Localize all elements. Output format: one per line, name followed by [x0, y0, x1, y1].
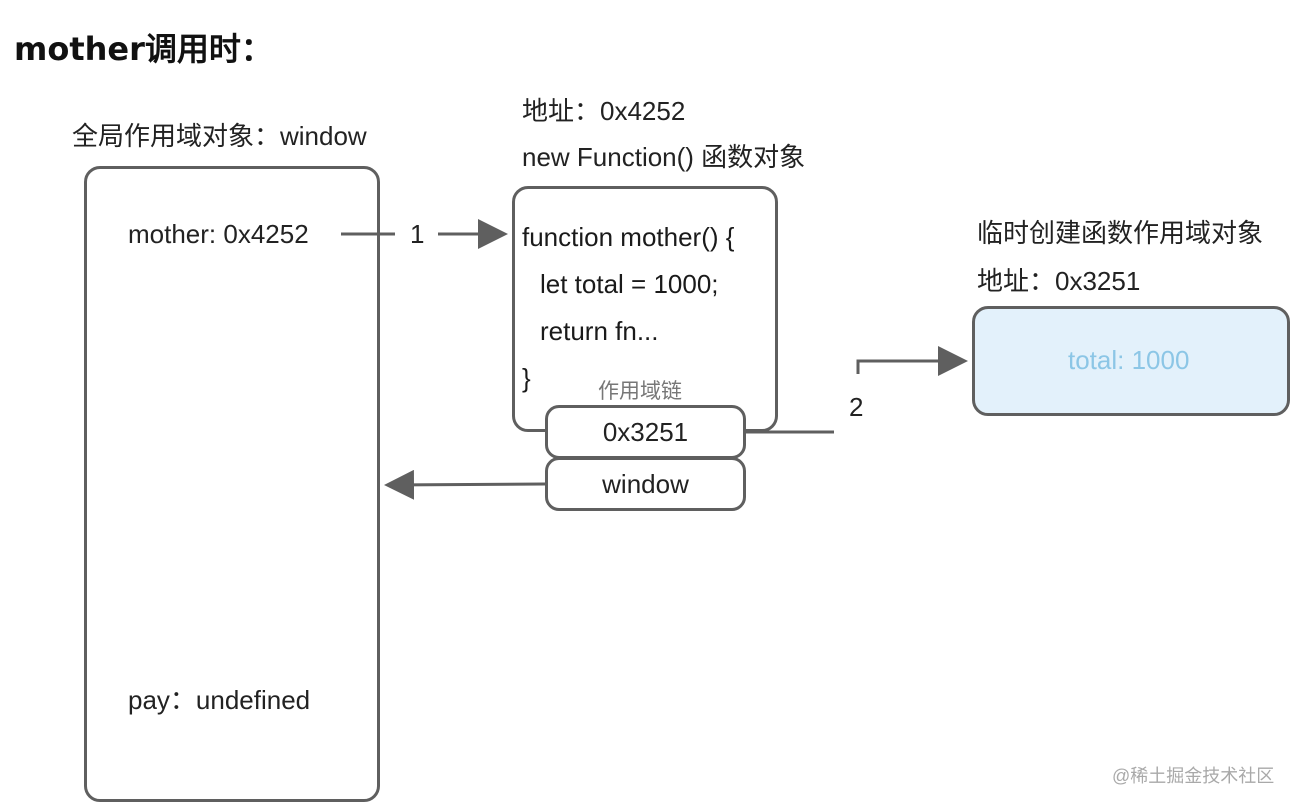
temp-scope-box [972, 306, 1290, 416]
function-address: 地址：0x4252 [522, 96, 686, 126]
global-pay-entry: pay：undefined [128, 685, 311, 715]
global-scope-heading: 全局作用域对象：window [72, 121, 367, 151]
code-line: } [522, 363, 531, 393]
code-line: let total = 1000; [540, 269, 719, 299]
arrow-1-label: 1 [410, 219, 425, 249]
temp-scope-content: total: 1000 [1068, 345, 1190, 375]
global-mother-entry: mother: 0x4252 [128, 219, 309, 249]
scope-chain-value: 0x3251 [602, 416, 689, 447]
arrow-2-head [856, 346, 968, 376]
scope-chain-slot: 0x3251 [545, 405, 746, 459]
global-scope-box [84, 166, 380, 802]
function-kind: new Function() 函数对象 [522, 142, 806, 172]
watermark: @稀土掘金技术社区 [1112, 766, 1275, 786]
arrow-window-to-global [384, 469, 546, 500]
arrow-2-label: 2 [849, 392, 864, 422]
page-title: mother调用时： [14, 30, 273, 68]
scope-chain-slot: window [545, 457, 746, 511]
scope-chain-label: 作用域链 [598, 380, 682, 403]
code-line: function mother() { [522, 222, 735, 252]
code-line: return fn... [540, 316, 659, 346]
temp-scope-heading: 临时创建函数作用域对象 [977, 218, 1264, 248]
scope-chain-value: window [602, 468, 689, 499]
temp-scope-address: 地址：0x3251 [977, 266, 1141, 296]
